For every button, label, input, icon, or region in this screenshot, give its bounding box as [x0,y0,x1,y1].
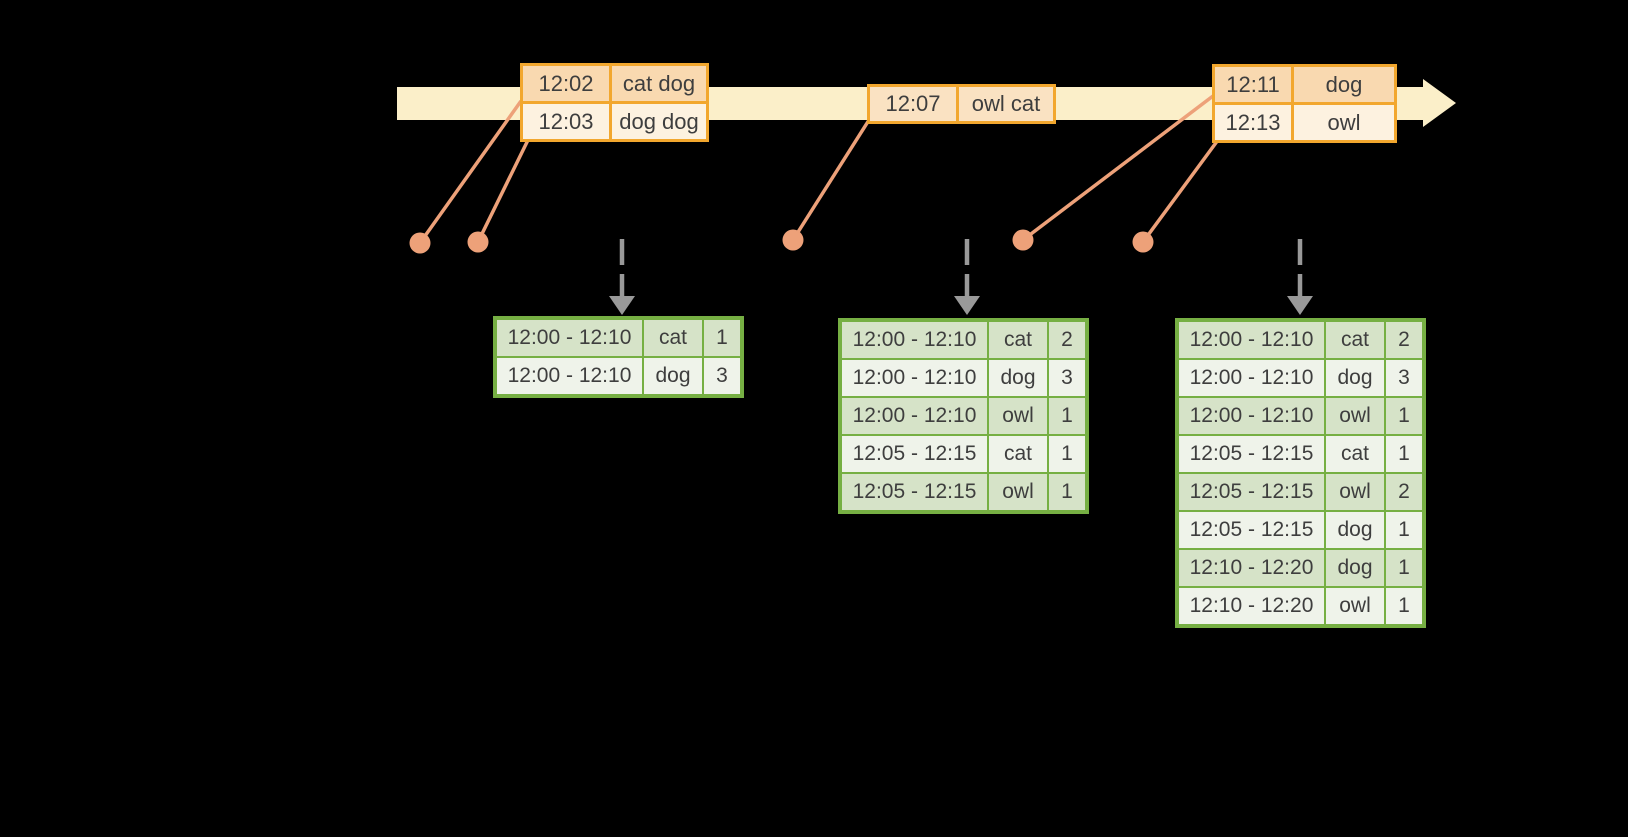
window-cell: 12:00 - 12:10 [842,398,987,434]
word-cell: cat [644,320,702,356]
count-cell: 3 [704,358,740,394]
trigger-arrowhead-icon [609,296,635,315]
timeline-arrowhead-icon [1423,79,1456,127]
count-cell: 2 [1386,322,1422,358]
window-cell: 12:05 - 12:15 [1179,512,1324,548]
window-cell: 12:00 - 12:10 [842,360,987,396]
connector-line [418,99,523,245]
window-cell: 12:05 - 12:15 [842,474,987,510]
count-cell: 1 [1386,436,1422,472]
word-cell: cat [989,436,1047,472]
word-cell: owl [989,398,1047,434]
event-words-cell: cat dog [612,66,706,101]
word-cell: owl [1326,588,1384,624]
connector-line [791,119,871,241]
window-cell: 12:00 - 12:10 [497,320,642,356]
count-cell: 3 [1049,360,1085,396]
event-time-cell: 12:02 [523,66,609,101]
window-cell: 12:05 - 12:15 [1179,436,1324,472]
window-cell: 12:05 - 12:15 [1179,474,1324,510]
word-cell: dog [989,360,1047,396]
count-cell: 1 [1386,588,1422,624]
event-table-1: 12:02 cat dog 12:03 dog dog [520,63,709,142]
word-cell: cat [1326,322,1384,358]
count-cell: 1 [1386,398,1422,434]
window-cell: 12:00 - 12:10 [1179,398,1324,434]
count-cell: 2 [1386,474,1422,510]
event-table-2: 12:07 owl cat [867,84,1056,124]
connector-line [1141,138,1220,244]
window-cell: 12:00 - 12:10 [842,322,987,358]
event-time-cell: 12:13 [1215,105,1291,140]
word-cell: owl [1326,398,1384,434]
word-cell: dog [1326,512,1384,548]
event-time-cell: 12:11 [1215,67,1291,102]
window-cell: 12:10 - 12:20 [1179,550,1324,586]
connector-line [476,139,530,243]
event-time-cell: 12:07 [870,87,956,121]
window-cell: 12:00 - 12:10 [1179,360,1324,396]
result-table-1: 12:00 - 12:10 cat 1 12:00 - 12:10 dog 3 [493,316,744,398]
word-cell: owl [989,474,1047,510]
event-dot [1012,229,1034,251]
count-cell: 3 [1386,360,1422,396]
count-cell: 1 [704,320,740,356]
event-dot [467,231,489,253]
word-cell: dog [1326,360,1384,396]
count-cell: 1 [1386,512,1422,548]
word-cell: dog [1326,550,1384,586]
window-cell: 12:05 - 12:15 [842,436,987,472]
window-cell: 12:10 - 12:20 [1179,588,1324,624]
count-cell: 1 [1049,436,1085,472]
word-cell: owl [1326,474,1384,510]
event-dot [1132,231,1154,253]
event-words-cell: dog [1294,67,1394,102]
event-words-cell: owl cat [959,87,1053,121]
event-table-3: 12:11 dog 12:13 owl [1212,64,1397,143]
count-cell: 1 [1386,550,1422,586]
trigger-arrowhead-icon [1287,296,1313,315]
event-words-cell: dog dog [612,104,706,139]
result-table-3: 12:00 - 12:10 cat 2 12:00 - 12:10 dog 3 … [1175,318,1426,628]
word-cell: cat [1326,436,1384,472]
window-cell: 12:00 - 12:10 [1179,322,1324,358]
count-cell: 1 [1049,474,1085,510]
count-cell: 2 [1049,322,1085,358]
trigger-arrowhead-icon [954,296,980,315]
window-cell: 12:00 - 12:10 [497,358,642,394]
word-cell: cat [989,322,1047,358]
event-time-cell: 12:03 [523,104,609,139]
event-words-cell: owl [1294,105,1394,140]
event-dot [782,229,804,251]
result-table-2: 12:00 - 12:10 cat 2 12:00 - 12:10 dog 3 … [838,318,1089,514]
event-dot [409,232,431,254]
word-cell: dog [644,358,702,394]
count-cell: 1 [1049,398,1085,434]
